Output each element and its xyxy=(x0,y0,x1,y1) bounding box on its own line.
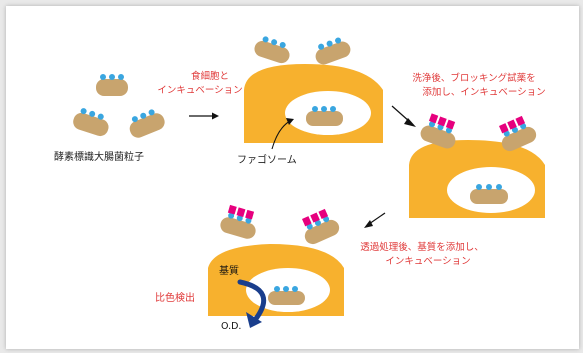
step1-label-line2: インキュベーション xyxy=(157,85,242,96)
blocking-reagent xyxy=(236,207,246,218)
arrow-step2 xyxy=(391,105,416,127)
enzyme-dot xyxy=(245,217,252,224)
bacterium xyxy=(96,79,128,96)
enzyme-dot xyxy=(274,286,280,292)
bacterium xyxy=(304,219,340,245)
enzyme-dot xyxy=(511,126,518,133)
enzyme-dot xyxy=(486,184,492,190)
enzyme-dot xyxy=(318,43,325,50)
enzyme-dot xyxy=(279,41,286,48)
phagocyte-cell-3: 基質 O.D. xyxy=(208,204,344,332)
figure-panel: 酵素標識大腸菌粒子 食細胞と インキュベーション ファゴソーム xyxy=(6,6,579,349)
step2-label-line2: 添加し、インキュベーション xyxy=(422,87,545,98)
detection-label: 比色検出 xyxy=(155,291,195,304)
bacterium xyxy=(420,125,456,149)
bacterium xyxy=(470,189,508,204)
arrow-step1 xyxy=(189,112,219,120)
blocking-reagent xyxy=(310,212,320,223)
enzyme-dot xyxy=(236,215,243,222)
enzyme-dot xyxy=(228,212,235,219)
enzyme-dot xyxy=(292,286,298,292)
enzyme-dot xyxy=(109,74,115,80)
blocking-reagent xyxy=(227,204,237,215)
arrow-step3 xyxy=(364,212,386,228)
blocking-reagent xyxy=(515,115,526,127)
enzyme-dot xyxy=(140,112,147,119)
phagocyte-cell-1: ファゴソーム xyxy=(237,36,383,166)
enzyme-dot xyxy=(326,40,333,47)
enzyme-dot xyxy=(118,74,124,80)
bacterium xyxy=(268,291,305,305)
blocking-reagent xyxy=(318,208,329,220)
step2-label-line1: 洗浄後、ブロッキング試薬を xyxy=(412,72,535,84)
enzyme-dot xyxy=(445,127,452,134)
enzyme-dot xyxy=(496,184,502,190)
step3-label-line1: 透過処理後、基質を添加し、 xyxy=(360,241,484,253)
bacterium xyxy=(501,126,537,152)
bacterium xyxy=(129,113,165,138)
bacteria-label: 酵素標識大腸菌粒子 xyxy=(54,150,144,163)
substrate-label: 基質 xyxy=(219,264,239,277)
blocking-reagent xyxy=(301,216,312,227)
enzyme-dot xyxy=(97,113,104,120)
blocking-reagent xyxy=(445,119,456,130)
bacterium xyxy=(315,41,351,65)
enzyme-dot xyxy=(503,130,510,137)
bacterium xyxy=(306,111,343,126)
phagocyte-cell-2 xyxy=(409,113,545,218)
enzyme-dot xyxy=(271,39,278,46)
enzyme-dot xyxy=(323,216,330,223)
enzyme-dot xyxy=(520,123,527,130)
enzyme-dot xyxy=(312,106,318,112)
od-label: O.D. xyxy=(221,321,241,332)
enzyme-dot xyxy=(89,110,96,117)
phagocytosis-assay-diagram: 酵素標識大腸菌粒子 食細胞と インキュベーション ファゴソーム xyxy=(54,36,546,332)
enzyme-dot xyxy=(314,219,321,226)
enzyme-dot xyxy=(321,106,327,112)
blocking-reagent xyxy=(245,209,255,220)
enzyme-dot xyxy=(80,108,87,115)
enzyme-dot xyxy=(262,36,269,43)
blocking-reagent xyxy=(437,116,447,127)
enzyme-dot xyxy=(437,124,444,131)
enzyme-dot xyxy=(476,184,482,190)
enzyme-dot xyxy=(306,223,313,230)
enzyme-dot xyxy=(335,37,342,44)
blocking-reagent xyxy=(428,113,439,124)
blocking-reagent xyxy=(507,119,517,130)
enzyme-dot xyxy=(100,74,106,80)
bacteria-group-free: 酵素標識大腸菌粒子 xyxy=(54,74,165,163)
blocking-reagent xyxy=(498,123,509,134)
phagosome-label: ファゴソーム xyxy=(237,153,297,166)
step1-label-line1: 食細胞と xyxy=(191,70,229,82)
color-change-arrow xyxy=(237,279,267,323)
enzyme-dot xyxy=(429,121,436,128)
step3-label-line2: インキュベーション xyxy=(385,256,470,267)
enzyme-dot xyxy=(131,116,138,123)
enzyme-dot xyxy=(283,286,289,292)
enzyme-dot xyxy=(330,106,336,112)
enzyme-dot xyxy=(148,109,155,116)
